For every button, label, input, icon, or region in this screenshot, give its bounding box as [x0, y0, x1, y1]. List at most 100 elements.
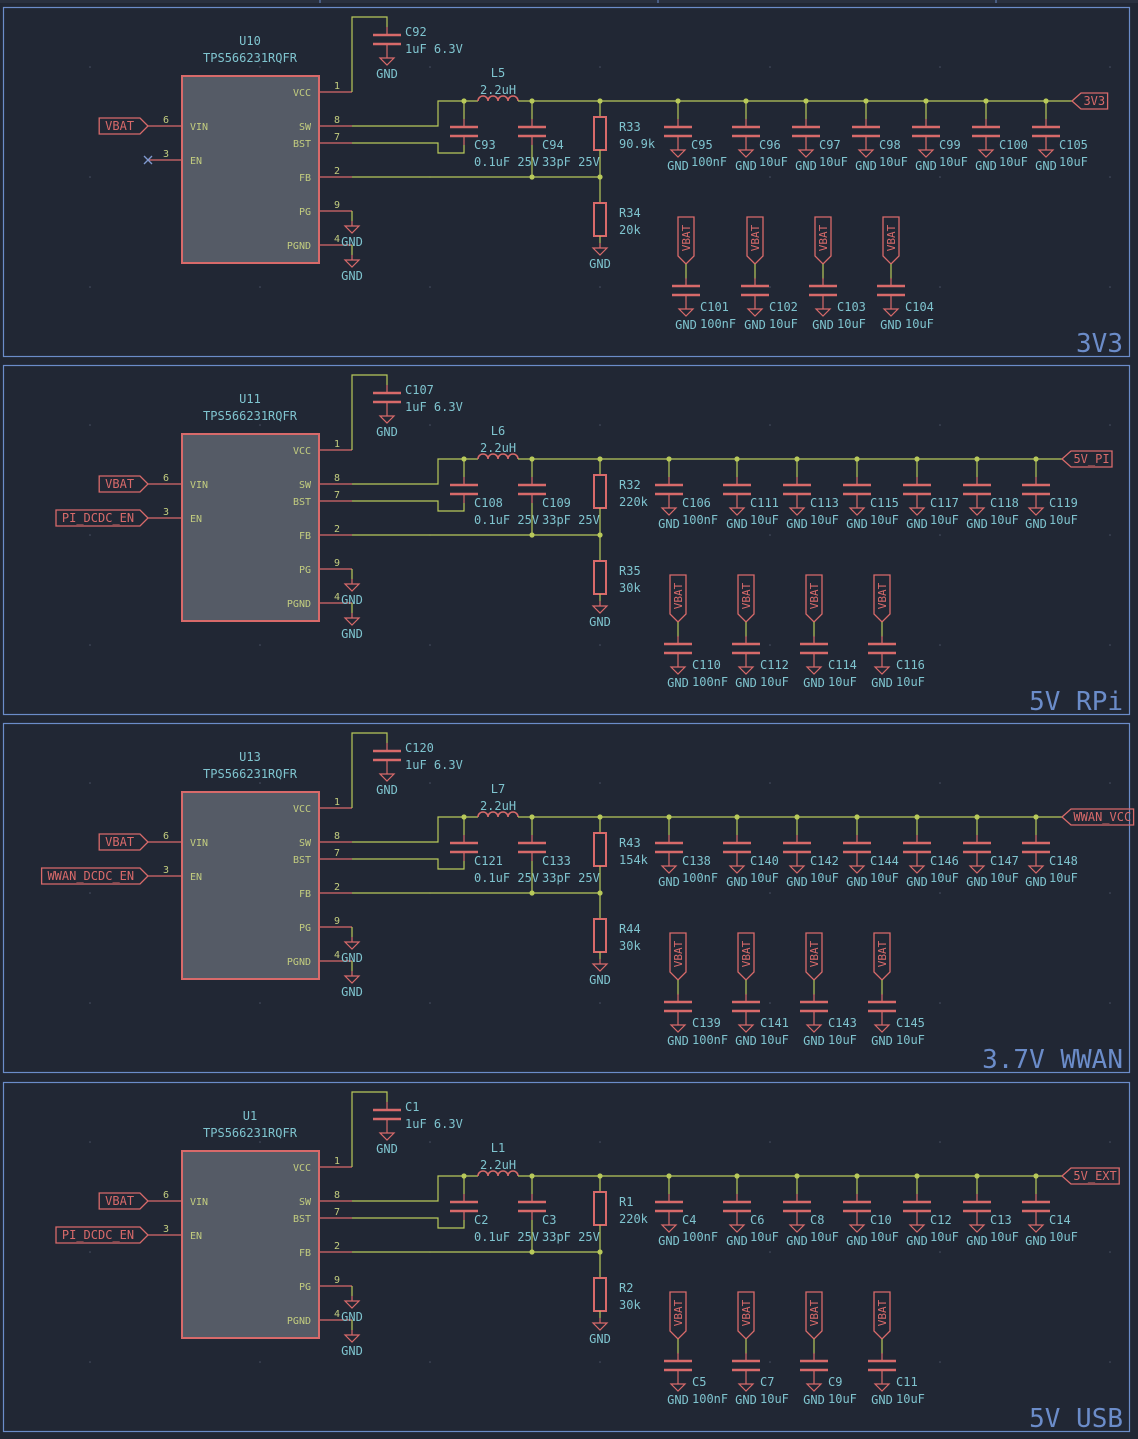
- grid-dot: [769, 1361, 771, 1363]
- cbst-value: 0.1uF 25V: [474, 155, 539, 169]
- vbat-label: VBAT: [885, 224, 898, 251]
- pin-name-fb: FB: [299, 173, 311, 184]
- grid-dot: [599, 644, 601, 646]
- in-cap-value: 10uF: [760, 675, 789, 689]
- pin-number-vcc: 1: [334, 439, 340, 450]
- vbat-port-label: VBAT: [737, 932, 755, 981]
- grid-dot: [1109, 1002, 1111, 1004]
- gnd-symbol: GND: [1025, 1220, 1047, 1248]
- gnd-symbol: GND: [667, 1379, 689, 1407]
- in-cap-value: 100nF: [692, 675, 728, 689]
- out-cap-ref: C10: [870, 1213, 892, 1227]
- output-capacitor: [783, 1194, 811, 1220]
- feedforward-capacitor: [518, 835, 546, 861]
- vin-port-label: VBAT: [98, 117, 149, 135]
- out-cap-ref: C12: [930, 1213, 952, 1227]
- bootstrap-capacitor: [450, 119, 478, 145]
- output-capacitor: [1022, 1194, 1050, 1220]
- grid-dot: [259, 782, 261, 784]
- gnd-label: GND: [735, 676, 757, 690]
- gnd-icon: [737, 666, 755, 675]
- gnd-symbol: GND: [795, 145, 817, 173]
- gnd-label: GND: [812, 318, 834, 332]
- grid-dot: [1109, 424, 1111, 426]
- out-cap-value: 10uF: [750, 513, 779, 527]
- rbot-value: 30k: [619, 1298, 641, 1312]
- grid-dot: [89, 1361, 91, 1363]
- input-capacitor: [664, 994, 692, 1020]
- rbot-value: 20k: [619, 223, 641, 237]
- junction-dot: [597, 1249, 603, 1255]
- gnd-icon: [378, 57, 396, 66]
- gnd-symbol: GND: [871, 662, 893, 690]
- gnd-icon: [669, 666, 687, 675]
- pin-name-bst: BST: [293, 139, 311, 150]
- gnd-symbol: GND: [915, 145, 937, 173]
- vbat-flag-shape: [669, 574, 687, 623]
- gnd-icon: [1027, 1224, 1045, 1233]
- cvcc-ref: C92: [405, 25, 427, 39]
- pin-number-fb: 2: [334, 882, 340, 893]
- pin-name-vin: VIN: [190, 838, 208, 849]
- gnd-label: GND: [1025, 1234, 1047, 1248]
- section-frame: [2, 6, 1131, 358]
- vin-port-label-shape: [98, 117, 149, 135]
- resistor-body: [593, 116, 607, 151]
- gnd-icon: [591, 247, 609, 256]
- inductor-value: 2.2uH: [480, 83, 516, 97]
- input-capacitor: [877, 278, 905, 304]
- out-cap-ref: C8: [810, 1213, 824, 1227]
- pin-number-en: 3: [163, 149, 169, 160]
- inductor: [477, 453, 519, 460]
- gnd-icon: [737, 1383, 755, 1392]
- out-cap-ref: C117: [930, 496, 959, 510]
- out-cap-ref: C115: [870, 496, 899, 510]
- out-cap-value: 10uF: [819, 155, 848, 169]
- grid-dot: [599, 286, 601, 288]
- cbst-value: 0.1uF 25V: [474, 1230, 539, 1244]
- gnd-icon: [968, 1224, 986, 1233]
- gnd-label: GND: [735, 159, 757, 173]
- in-cap-ref: C112: [760, 658, 789, 672]
- vbat-port-label: VBAT: [873, 1291, 891, 1340]
- vin-port-label-shape: [98, 475, 149, 493]
- regulator-chip: U1TPS566231RQFRVCC1SW8BST7FB2PG9PGND4VIN…: [148, 1109, 352, 1339]
- in-cap-ref: C101: [700, 300, 729, 314]
- vin-port-label: VBAT: [98, 1192, 149, 1210]
- gnd-symbol: GND: [589, 959, 611, 987]
- gnd-symbol: GND: [786, 1220, 808, 1248]
- pin-number-pg: 9: [334, 200, 340, 211]
- wire: [352, 142, 465, 154]
- cvcc-ref: C120: [405, 741, 434, 755]
- gnd-icon: [788, 1224, 806, 1233]
- output-capacitor: [655, 1194, 683, 1220]
- wire: [351, 374, 388, 450]
- gnd-label: GND: [786, 517, 808, 531]
- inductor-coil: [477, 1170, 519, 1177]
- vbat-flag-shape: [873, 932, 891, 981]
- output-net-shape: [1061, 1167, 1120, 1185]
- bottom-resistor: [593, 918, 607, 953]
- out-cap-value: 10uF: [990, 1230, 1019, 1244]
- vin-port-label-shape: [98, 833, 149, 851]
- out-cap-ref: C148: [1049, 854, 1078, 868]
- out-cap-ref: C147: [990, 854, 1019, 868]
- out-cap-ref: C118: [990, 496, 1019, 510]
- enable-port-label-shape: [55, 1226, 149, 1244]
- grid-dot: [259, 286, 261, 288]
- enable-port-label: WWAN_DCDC_EN: [40, 867, 149, 885]
- gnd-icon: [343, 617, 361, 626]
- vin-port-label-text: VBAT: [105, 477, 134, 491]
- bootstrap-capacitor: [450, 477, 478, 503]
- gnd-symbol: GND: [341, 1330, 363, 1358]
- grid-dot: [1109, 286, 1111, 288]
- section-title: 3V3: [1076, 329, 1123, 359]
- pin-number-pgnd: 4: [334, 234, 340, 245]
- in-cap-value: 10uF: [760, 1033, 789, 1047]
- in-cap-value: 10uF: [828, 675, 857, 689]
- vbat-label: VBAT: [740, 940, 753, 967]
- rtop-ref: R43: [619, 836, 641, 850]
- gnd-icon: [343, 583, 361, 592]
- gnd-icon: [343, 975, 361, 984]
- vin-port-label-text: VBAT: [105, 1194, 134, 1208]
